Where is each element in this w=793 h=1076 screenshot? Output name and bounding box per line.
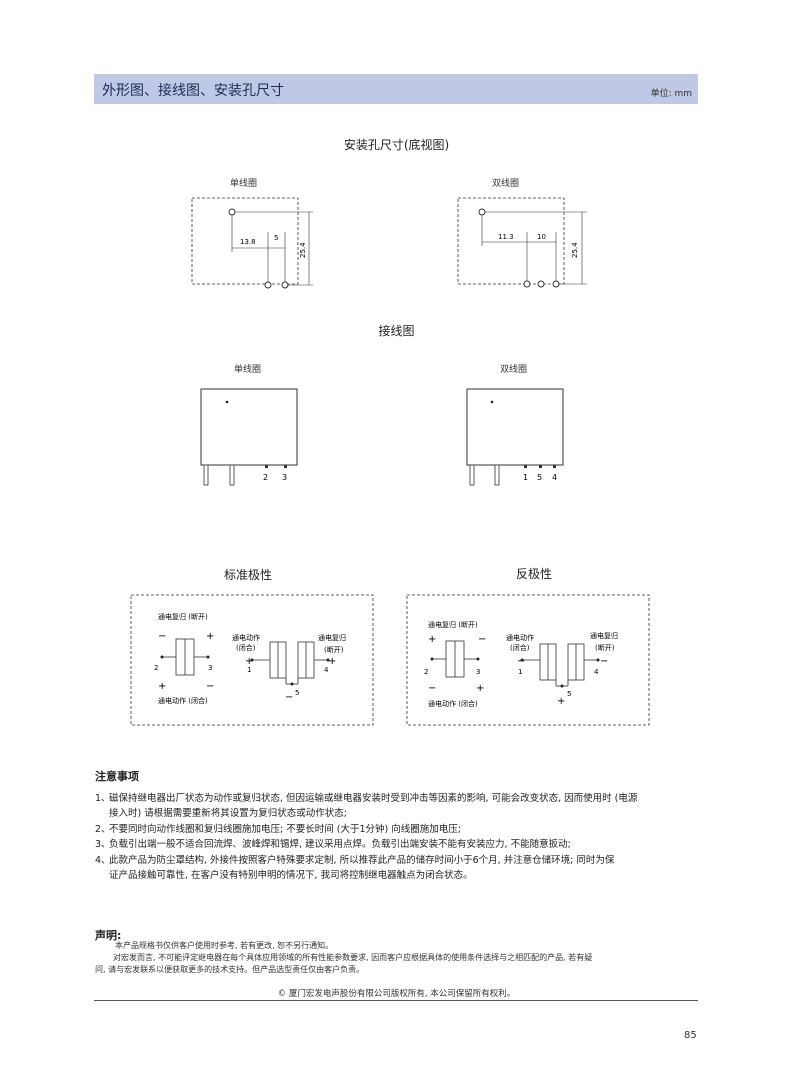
rev-minus-bot: − bbox=[428, 683, 436, 694]
footer-rule bbox=[94, 1000, 698, 1001]
rev-pin-5: 5 bbox=[567, 690, 571, 698]
rev-act-label-2: (闭合) bbox=[510, 643, 530, 652]
std-minus-top: − bbox=[158, 631, 166, 642]
std-pin-5: 5 bbox=[295, 689, 299, 697]
rev-reset-label-2: (断开) bbox=[595, 643, 615, 652]
pin-2: 2 bbox=[263, 473, 268, 482]
note-4-num: 4、 bbox=[95, 855, 111, 866]
note-4-line1: 此款产品为防尘罩结构, 外接件按照客户特殊要求定制, 所以推荐此产品的储存时间小… bbox=[109, 855, 615, 866]
section-header: 外形图、接线图、安装孔尺寸 单位: mm bbox=[94, 74, 698, 104]
std-sign-center: − bbox=[285, 692, 293, 703]
std-bottom-label: 通电动作 (闭合) bbox=[158, 696, 208, 705]
dim-25-4-single: 25.4 bbox=[299, 242, 307, 258]
declaration-line3: 问, 请与宏发联系以便获取更多的技术支持。但产品选型责任仅由客户负责。 bbox=[95, 965, 365, 974]
note-1-line2: 接入时) 请根据需要重新将其设置为复归状态或动作状态; bbox=[109, 808, 347, 819]
mounting-title: 安装孔尺寸(底视图) bbox=[343, 138, 450, 152]
note-3-num: 3、 bbox=[95, 839, 111, 850]
pin-5: 5 bbox=[537, 473, 542, 482]
pin-1: 1 bbox=[523, 473, 528, 482]
std-plus-top: + bbox=[206, 631, 214, 642]
std-minus-bot: − bbox=[206, 681, 214, 692]
dim-5: 5 bbox=[274, 234, 278, 242]
std-top-label: 通电复归 (断开) bbox=[158, 612, 208, 621]
std-pin-4: 4 bbox=[324, 666, 329, 674]
declaration-line1: 本产品规格书仅供客户使用时参考, 若有更改, 恕不另行通知。 bbox=[115, 941, 334, 950]
section-title: 外形图、接线图、安装孔尺寸 bbox=[102, 83, 284, 99]
rev-pin-4: 4 bbox=[594, 668, 599, 676]
std-sign-left: + bbox=[245, 656, 253, 667]
rev-act-label: 通电动作 bbox=[506, 633, 534, 642]
rev-pin-3: 3 bbox=[476, 668, 480, 676]
rev-minus-top: − bbox=[478, 634, 486, 645]
rev-sign-center: + bbox=[557, 696, 565, 707]
note-3: 3、负载引出端一般不适合回流焊、波峰焊和锡焊, 建议采用点焊。负载引出端安装不能… bbox=[95, 837, 705, 852]
wiring-title: 接线图 bbox=[378, 324, 415, 338]
std-act-label: 通电动作 bbox=[232, 633, 260, 642]
rev-sign-right: − bbox=[600, 656, 608, 667]
mounting-double-label: 双线圈 bbox=[492, 179, 520, 189]
note-1: 1、磁保持继电器出厂状态为动作或复归状态, 但因运输或继电器安装时受到冲击等因素… bbox=[95, 791, 705, 821]
dim-10: 10 bbox=[537, 233, 546, 241]
note-1-line1: 磁保持继电器出厂状态为动作或复归状态, 但因运输或继电器安装时受到冲击等因素的影… bbox=[109, 793, 638, 804]
mounting-single-diagram: 13.8 5 25.4 bbox=[191, 197, 313, 289]
notes-title: 注意事项 bbox=[95, 770, 139, 783]
standard-polarity-diagram: 通电复归 (断开) − + 2 3 + − 通电动作 (闭合) 通电动作 (闭合… bbox=[130, 594, 374, 726]
declaration-title: 声明: bbox=[95, 929, 122, 942]
page-number: 85 bbox=[684, 1030, 697, 1041]
note-2-line1: 不要同时向动作线圈和复归线圈施加电压; 不要长时间 (大于1分钟) 向线圈施加电… bbox=[109, 824, 461, 835]
reverse-polarity-title: 反极性 bbox=[516, 567, 553, 581]
std-plus-bot: + bbox=[158, 681, 166, 692]
rev-top-label: 通电复归 (断开) bbox=[428, 620, 478, 629]
wiring-single-label: 单线圈 bbox=[234, 365, 262, 375]
declaration-line2: 对宏发而言, 不可能评定继电器在每个具体应用领域的所有性能参数要求, 因而客户应… bbox=[113, 953, 593, 962]
std-pin-2: 2 bbox=[154, 664, 158, 672]
std-pin-3: 3 bbox=[208, 664, 212, 672]
std-act-label-2: (闭合) bbox=[236, 643, 256, 652]
std-sign-right: + bbox=[328, 656, 336, 667]
pin-4: 4 bbox=[552, 473, 557, 482]
unit-label: 单位: mm bbox=[650, 89, 692, 99]
note-2-num: 2、 bbox=[95, 824, 111, 835]
mounting-single-label: 单线圈 bbox=[230, 179, 258, 189]
rev-plus-top: + bbox=[428, 634, 436, 645]
wiring-double-label: 双线圈 bbox=[500, 365, 528, 375]
std-pin-1: 1 bbox=[247, 666, 251, 674]
note-1-num: 1、 bbox=[95, 793, 111, 804]
rev-sign-left: − bbox=[517, 656, 525, 667]
copyright: © 厦门宏发电声股份有限公司版权所有, 本公司保留所有权利。 bbox=[277, 989, 516, 999]
standard-polarity-title: 标准极性 bbox=[224, 568, 273, 582]
wiring-single-diagram: 2 3 bbox=[200, 388, 298, 486]
pin-3: 3 bbox=[282, 473, 287, 482]
dim-25-4-double: 25.4 bbox=[571, 242, 579, 258]
std-reset-label: 通电复归 bbox=[318, 633, 346, 642]
rev-pin-1: 1 bbox=[518, 668, 522, 676]
note-4: 4、此款产品为防尘罩结构, 外接件按照客户特殊要求定制, 所以推荐此产品的储存时… bbox=[95, 853, 705, 883]
rev-plus-bot: + bbox=[476, 683, 484, 694]
dim-13-8: 13.8 bbox=[240, 238, 256, 246]
dim-11-3: 11.3 bbox=[498, 233, 514, 241]
rev-bottom-label: 通电动作 (闭合) bbox=[428, 699, 478, 708]
rev-reset-label: 通电复归 bbox=[590, 631, 618, 640]
reverse-polarity-diagram: 通电复归 (断开) + − 2 3 − + 通电动作 (闭合) 通电动作 (闭合… bbox=[406, 594, 650, 726]
note-4-line2: 证产品接触可靠性, 在客户没有特别申明的情况下, 我司将控制继电器触点为闭合状态… bbox=[109, 870, 473, 881]
note-3-line1: 负载引出端一般不适合回流焊、波峰焊和锡焊, 建议采用点焊。负载引出端安装不能有安… bbox=[109, 839, 571, 850]
mounting-double-diagram: 11.3 10 25.4 bbox=[457, 197, 587, 288]
note-2: 2、不要同时向动作线圈和复归线圈施加电压; 不要长时间 (大于1分钟) 向线圈施… bbox=[95, 822, 705, 837]
wiring-double-diagram: 1 5 4 bbox=[466, 388, 564, 486]
std-reset-label-2: (断开) bbox=[324, 645, 344, 654]
rev-pin-2: 2 bbox=[424, 668, 428, 676]
